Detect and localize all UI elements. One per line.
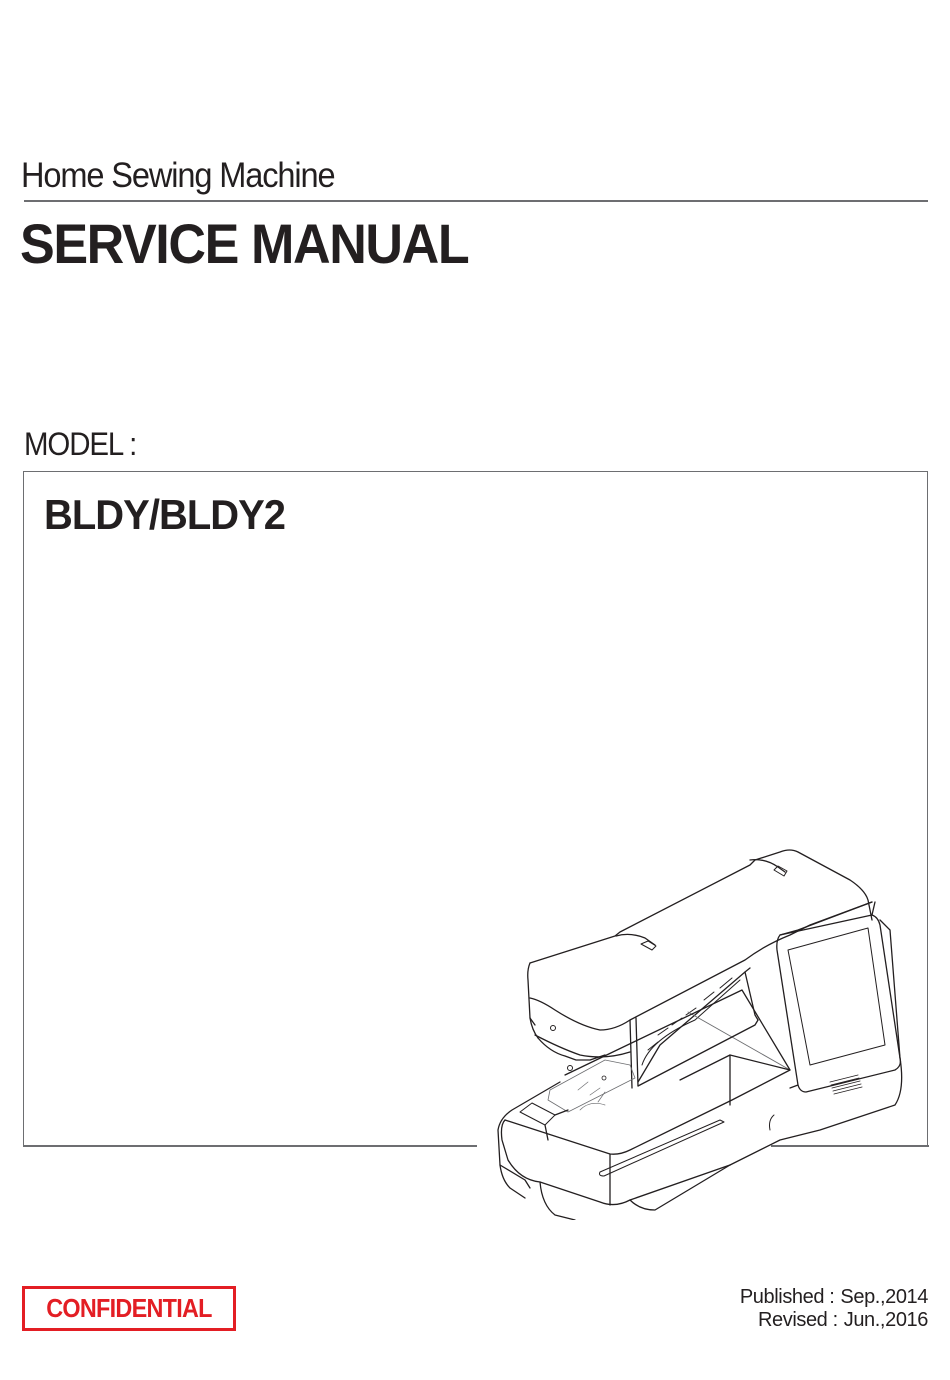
published-label: Published : — [739, 1286, 835, 1308]
revised-label: Revised : — [757, 1309, 838, 1331]
model-name: BLDY/BLDY2 — [44, 491, 286, 538]
model-box-bottom-left — [23, 1145, 477, 1147]
model-label: MODEL : — [24, 426, 137, 462]
sewing-machine-illustration — [497, 849, 903, 1220]
confidential-label: CONFIDENTIAL — [46, 1293, 212, 1323]
document-subtitle: Home Sewing Machine — [21, 156, 336, 195]
publication-dates: Published : Sep.,2014 Revised : Jun.,201… — [739, 1286, 929, 1332]
confidential-stamp: CONFIDENTIAL — [22, 1286, 236, 1331]
model-box — [23, 471, 928, 1146]
published-value: Sep.,2014 — [840, 1286, 928, 1308]
revised-row: Revised : Jun.,2016 — [740, 1309, 928, 1332]
document-title: SERVICE MANUAL — [20, 212, 470, 275]
header-divider — [24, 200, 928, 202]
published-row: Published : Sep.,2014 — [739, 1286, 929, 1309]
model-box-bottom-right — [771, 1145, 929, 1147]
revised-value: Jun.,2016 — [843, 1309, 929, 1331]
